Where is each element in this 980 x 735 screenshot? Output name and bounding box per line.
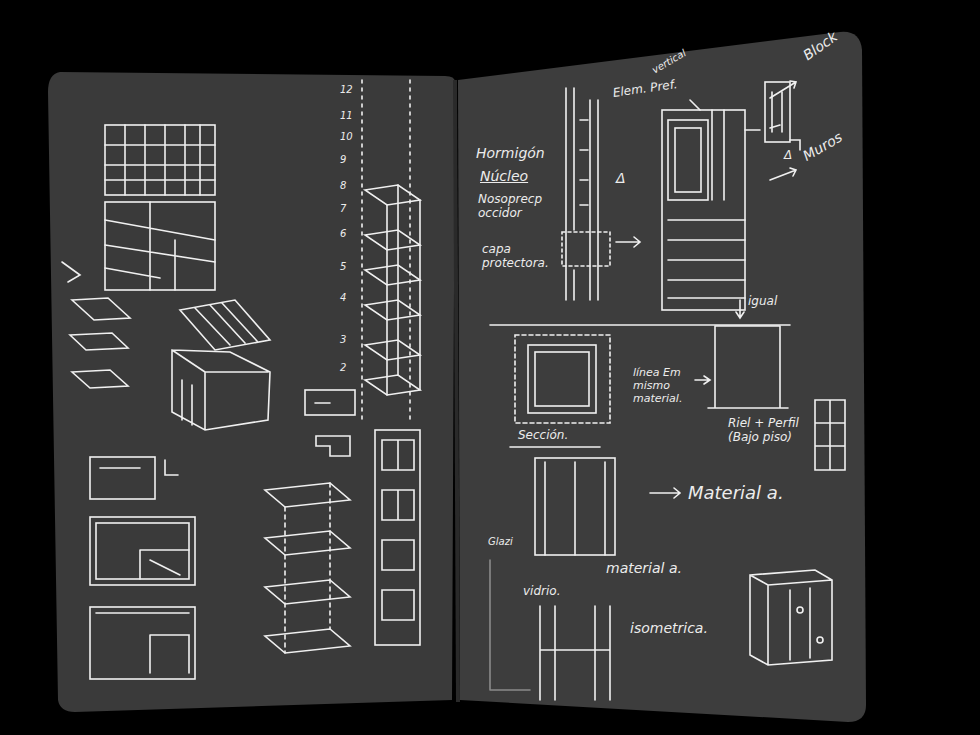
- floor-number: 8: [340, 180, 346, 192]
- view-title: Sección.: [518, 428, 568, 442]
- detail-note: igual: [748, 294, 777, 308]
- detail-note: Elem. Pref.: [612, 77, 678, 100]
- material-note: Núcleo: [480, 168, 528, 185]
- floor-number: 2: [340, 362, 346, 374]
- detail-note: línea Em mismo material.: [633, 366, 691, 406]
- material-note: vidrio.: [523, 584, 560, 598]
- material-note: material a.: [606, 560, 682, 577]
- material-note: Material a.: [688, 482, 784, 504]
- floor-number: 3: [340, 334, 346, 346]
- detail-note: vertical: [650, 47, 688, 76]
- detail-note: Riel + Perfil (Bajo piso): [728, 416, 808, 445]
- floor-number: 4: [340, 292, 346, 304]
- material-note: Nosoprecp occidor: [478, 192, 558, 221]
- material-note: Hormigón: [476, 145, 545, 162]
- floor-number: 11: [340, 110, 353, 122]
- floor-number: 7: [340, 203, 346, 215]
- detail-note: Muros: [800, 129, 845, 165]
- floor-number: 5: [340, 261, 346, 273]
- view-title: isometrica.: [630, 620, 708, 637]
- detail-note: Glazi: [488, 536, 513, 548]
- symbol: Δ: [616, 170, 626, 187]
- floor-number: 12: [340, 84, 353, 96]
- floor-number: 9: [340, 154, 346, 166]
- material-note: capa protectora.: [482, 242, 552, 271]
- detail-note: Block: [800, 28, 841, 63]
- symbol: Δ: [784, 148, 792, 162]
- floor-number: 10: [340, 131, 353, 143]
- floor-number: 6: [340, 228, 346, 240]
